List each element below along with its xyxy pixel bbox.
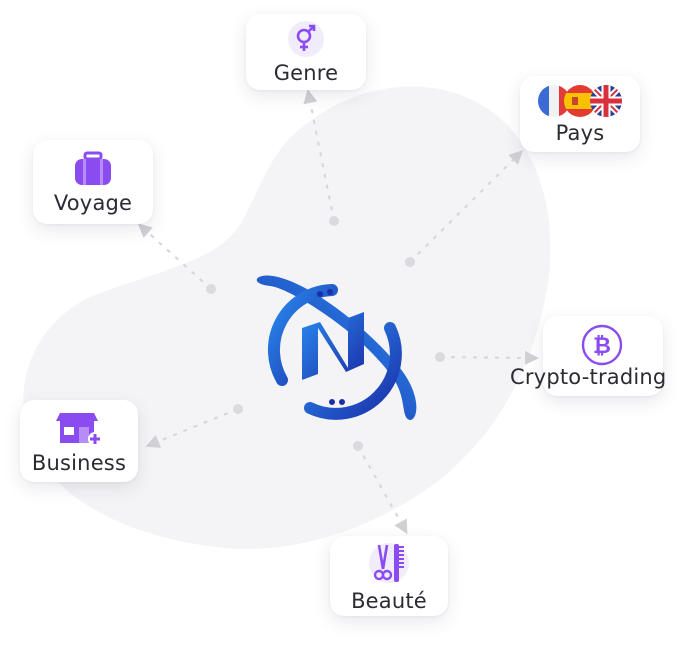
node-business: Business xyxy=(20,400,138,482)
scissors-comb-icon xyxy=(369,542,409,583)
flag-group xyxy=(538,84,622,117)
node-beaute-label: Beauté xyxy=(351,588,427,613)
connector-voyage xyxy=(137,223,212,290)
storefront-icon xyxy=(56,412,102,446)
node-beaute: Beauté xyxy=(330,536,448,616)
node-genre: Genre xyxy=(246,14,366,90)
connector-dot xyxy=(353,441,363,451)
bitcoin-icon: ₿ xyxy=(581,324,623,366)
node-pays-label: Pays xyxy=(555,120,605,145)
uk-flag-icon xyxy=(590,84,622,117)
connector-crypto xyxy=(439,350,539,365)
node-voyage-label: Voyage xyxy=(53,190,133,215)
svg-text:₿: ₿ xyxy=(593,334,611,359)
connector-dot xyxy=(329,216,339,226)
connector-dot xyxy=(206,284,216,294)
node-genre-label: Genre xyxy=(273,60,339,85)
n-orbit-logo xyxy=(256,275,417,420)
connector-dot xyxy=(233,404,243,414)
connector-beaute xyxy=(357,445,408,535)
connector-dots xyxy=(206,216,445,451)
node-pays: Pays xyxy=(520,76,640,152)
connector-pays xyxy=(409,150,523,263)
suitcase-icon xyxy=(75,151,111,185)
node-crypto: ₿ Crypto-trading xyxy=(510,316,666,396)
connector-dot xyxy=(405,257,415,267)
node-voyage: Voyage xyxy=(33,140,153,224)
gender-symbol-icon xyxy=(288,20,324,57)
connectors xyxy=(137,89,539,535)
connector-dot xyxy=(435,352,445,362)
node-crypto-label: Crypto-trading xyxy=(510,365,667,389)
connector-business xyxy=(145,408,239,448)
node-business-label: Business xyxy=(31,450,127,475)
